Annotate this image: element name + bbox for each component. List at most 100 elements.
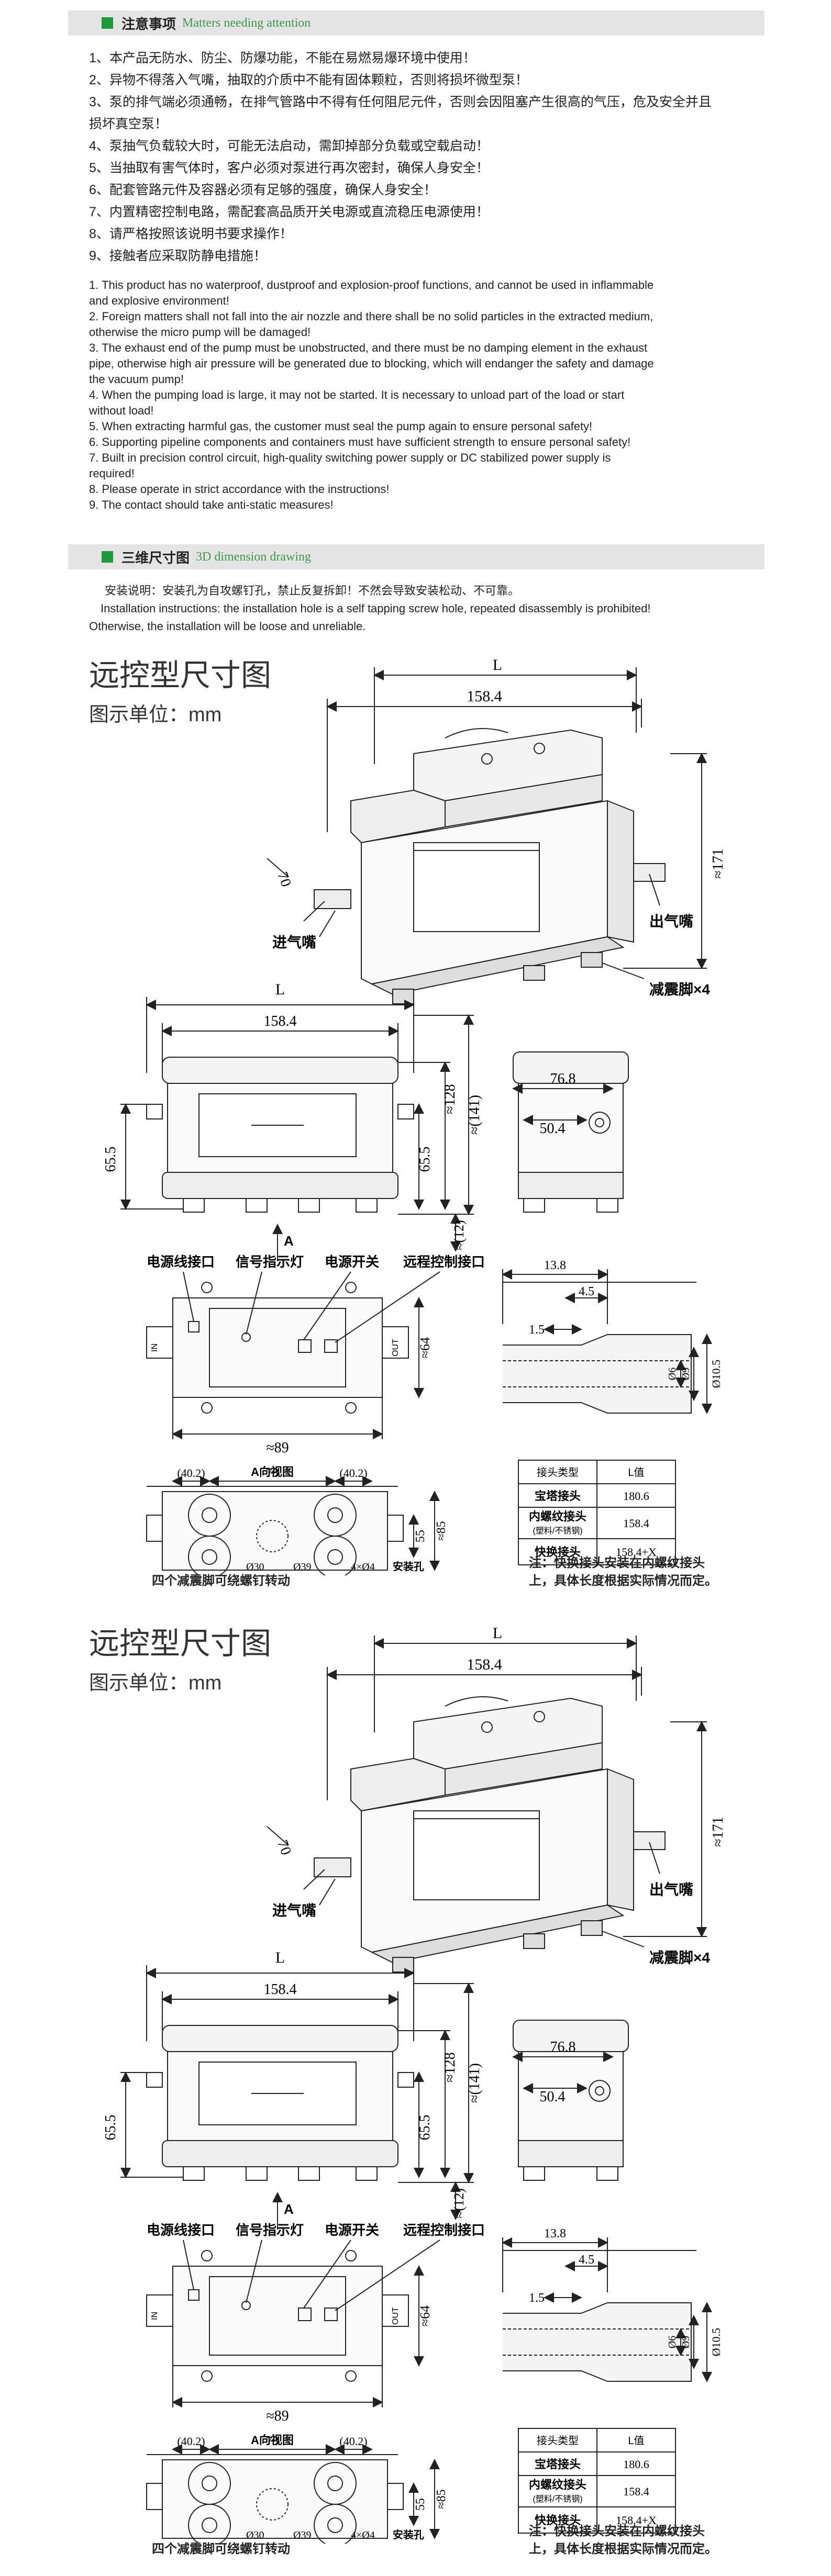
dim-12: ≈(12) [451,1220,467,1250]
dimension-drawing-2: 远控型尺寸图 图示单位：mm [79,1612,770,2547]
dim-65-5-mid: 65.5 [417,2115,433,2141]
section-title-cn: 注意事项 [121,16,176,32]
label-inlet: 进气嘴 [272,1902,316,1919]
dim-76-8: 76.8 [550,1071,576,1087]
label-damper: 减震脚×4 [649,1950,710,1966]
dim-1-5: 1.5 [529,2291,545,2305]
dim-inlet-angle: 70 [274,1838,294,1857]
section-title-en: Matters needing attention [182,16,311,30]
label-out: OUT [391,2307,400,2325]
nozzle-detail [502,1269,712,1414]
label-feet-rotate: 四个减震脚可绕螺钉转动 [152,1574,290,1588]
dim-13-8: 13.8 [544,2227,566,2241]
install-en-1: Installation instructions: the installat… [101,602,651,615]
install-en-2: Otherwise, the installation will be loos… [89,620,366,633]
note-cn-2: 2、异物不得落入气嘴，抽取的介质中不能有固体颗粒，否则将损坏微型泵！ [89,73,528,87]
label-signal-light: 信号指示灯 [236,1254,304,1270]
label-in: IN [150,2312,159,2320]
dim-78: 78 [266,2435,279,2448]
dim-1-5: 1.5 [529,1323,545,1337]
note-en-line: 1. This product has no waterproof, dustp… [89,278,654,292]
front-view [120,1965,474,2230]
table-head-L: L值 [628,2435,644,2447]
table-row-value: 180.6 [623,2458,649,2471]
drawing-unit: 图示单位：mm [89,1672,221,1694]
section-header-notes: 注意事项 Matters needing attention [68,10,764,36]
dim-55: 55 [414,2498,427,2511]
note-en-line: without load! [89,404,154,417]
note-en-line: 9. The contact should take anti-static m… [89,498,334,511]
dimension-drawing-svg: 远控型尺寸图 图示单位：mm [89,656,726,1578]
label-power-port: 电源线接口 [147,2222,215,2238]
notes-en-list: 1. This product has no waterproof, dustp… [89,277,764,513]
dim-55: 55 [414,1530,427,1542]
dim-50-4: 50.4 [540,2089,566,2105]
dim-64: ≈64 [417,1337,433,1358]
bottom-view [146,2444,440,2547]
section-title-cn: 三维尺寸图 [121,550,190,566]
dim-phi6: Ø6 [667,1368,678,1380]
note-cn-4: 4、泵抽气负载较大时，可能无法启动，需卸掉部分负载或空载启动！ [89,139,489,153]
note-en-line: 5. When extracting harmful gas, the cust… [89,420,593,433]
dim-128: ≈128 [442,2052,458,2082]
label-view-a: A向视图 [251,1465,294,1479]
note-en-line: 8. Please operate in strict accordance w… [89,483,390,496]
dim-height-171: ≈171 [710,1817,726,1846]
label-view-a: A向视图 [251,2434,294,2447]
dim-85: ≈85 [435,1521,448,1540]
label-mount-hole: 安装孔 [393,2528,424,2541]
front-view [120,997,474,1261]
install-instructions: 安装说明：安装孔为自攻螺钉孔，禁止反复拆卸！不然会导致安装松动、不可靠。 Ins… [89,582,770,635]
table-head-type: 接头类型 [537,2435,579,2447]
label-out: OUT [391,1339,400,1357]
install-cn: 安装说明：安装孔为自攻螺钉孔，禁止反复拆卸！不然会导致安装松动、不可靠。 [105,584,520,597]
table-row-type-sub: (塑料/不锈钢) [533,1526,582,1536]
label-power-port: 电源线接口 [147,1254,215,1270]
dim-40-2-left: (40.2) [177,2435,205,2448]
label-inlet: 进气嘴 [272,934,316,950]
note-cn-3b: 损坏真空泵！ [89,117,168,131]
bottom-view [146,1476,440,1578]
drawing-title: 远控型尺寸图 [89,658,271,692]
label-remote-port: 远程控制接口 [403,2222,485,2238]
dim-89: ≈89 [266,1440,289,1456]
table-head-type: 接头类型 [537,1466,579,1479]
dim-phi39: Ø39 [293,1561,311,1573]
joint-table [518,2428,676,2534]
table-row-value: 158.4+X [616,2514,657,2527]
drawing-title: 远控型尺寸图 [89,1627,271,1661]
dim-top-width: 158.4 [467,1656,502,1673]
dim-front-width: 158.4 [264,1013,297,1029]
table-row-type: 宝塔接头 [535,2458,581,2471]
dim-64: ≈64 [417,2305,433,2326]
note-en-line: 3. The exhaust end of the pump must be u… [89,341,648,354]
note-en-line: and explosive environment! [89,294,229,307]
label-damper: 减震脚×4 [649,981,710,998]
dim-height-171: ≈171 [710,848,726,878]
dim-L-top: L [493,1625,502,1642]
dim-L-top: L [493,656,502,674]
table-row-value: 158.4 [623,2485,649,2498]
dim-40-2-left: (40.2) [177,1466,205,1480]
table-row-type: 宝塔接头 [535,1489,581,1503]
dim-phi9: Ø9 [680,1368,692,1380]
table-note-2: 上，具体长度根据实际情况而定。 [529,2542,717,2556]
top-view [146,2239,440,2407]
dim-78: 78 [266,1466,279,1480]
table-row-value: 158.4+X [616,1545,657,1559]
dim-85: ≈85 [435,2489,448,2508]
note-cn-7: 7、内置精密控制电路，需配套高品质开关电源或直流稳压电源使用！ [89,205,489,219]
dim-top-width: 158.4 [467,688,502,705]
dimension-drawing-1: 远控型尺寸图 图示单位：mm [79,644,770,1578]
dim-65-5-left: 65.5 [103,2115,119,2141]
label-power-switch: 电源开关 [325,2222,379,2238]
note-cn-6: 6、配套管路元件及容器必须有足够的强度，确保人身安全！ [89,183,437,197]
label-power-switch: 电源开关 [325,1254,379,1270]
section-marker-icon [102,17,113,29]
label-outlet: 出气嘴 [649,913,693,929]
dim-inlet-angle: 70 [274,870,294,889]
table-row-value: 180.6 [623,1489,649,1503]
label-mount-hole: 安装孔 [393,1560,424,1573]
note-en-line: 6. Supporting pipeline components and co… [89,435,631,449]
note-cn-9: 9、接触者应采取防静电措施！ [89,249,267,263]
